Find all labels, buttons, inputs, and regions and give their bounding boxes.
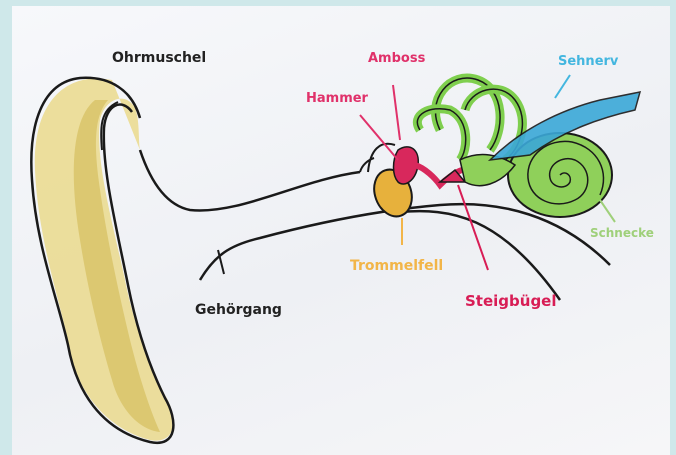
label-hammer: Hammer	[306, 91, 369, 106]
label-steigbuegel: Steigbügel	[465, 292, 557, 310]
label-trommelfell: Trommelfell	[350, 258, 443, 274]
ear-canal-floor	[400, 211, 560, 300]
middle-ear-outline	[360, 144, 395, 172]
ear-canal-upper	[140, 150, 360, 210]
label-gehoergang: Gehörgang	[195, 302, 282, 318]
label-sehnerv: Sehnerv	[558, 54, 619, 69]
ossicles	[394, 147, 466, 185]
label-ohrmuschel: Ohrmuschel	[112, 50, 206, 66]
leader-amboss	[393, 85, 400, 140]
label-schnecke: Schnecke	[590, 226, 654, 240]
leader-schnecke	[600, 200, 615, 222]
leader-sehnerv	[555, 75, 570, 98]
label-amboss: Amboss	[368, 51, 426, 66]
pinna	[31, 78, 173, 443]
leader-hammer	[360, 115, 398, 160]
